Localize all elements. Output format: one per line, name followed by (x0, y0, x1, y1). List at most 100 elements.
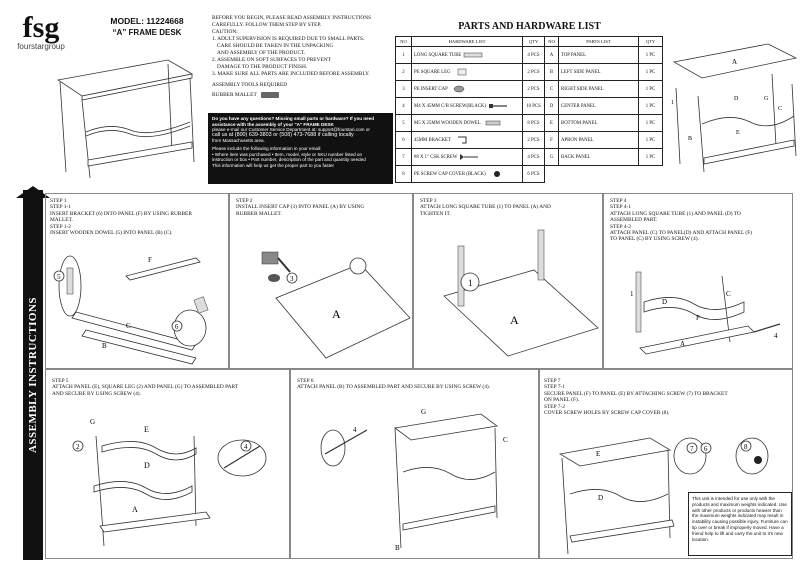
bracket-icon (458, 136, 467, 144)
callout-4: 4 (244, 443, 248, 451)
hw-qty: 4 PCS (522, 46, 545, 64)
contact-line: please e-mail our Customer Service Depar… (212, 127, 370, 133)
callout-1: 1 (630, 290, 634, 298)
table-row: 2 PE SQUARE LEG 2 PCS B LEFT SIDE PANEL … (395, 63, 663, 81)
step-line: STEP 3 (420, 198, 437, 204)
hw-name: 45MM BRACKET (414, 138, 451, 144)
step-line: STEP 1 (50, 198, 67, 204)
hw-no: 5 (395, 114, 412, 132)
hw-qty: 2 PCS (522, 131, 545, 149)
col-qty: QTY (522, 36, 545, 47)
tools-required: ASSEMBLY TOOLS REQUIRED RUBBER MALLET (212, 82, 287, 99)
insert-cap-icon (453, 85, 465, 93)
contact-line: Do you have any questions? Missing small… (212, 116, 375, 121)
hw-name: M5 x 25MM WOODEN DOWEL (414, 121, 481, 127)
panel-no: F (544, 131, 559, 149)
step-line: SECURE PANEL (F) TO PANEL (E) BY ATTACHI… (544, 390, 728, 397)
callout-G: G (421, 408, 426, 416)
hw-name-cell: PE SCREW CAP COVER (BLACK) (411, 165, 523, 183)
col-no2: NO (544, 36, 559, 47)
step-line: STEP 7-2 (544, 403, 565, 410)
instr-line: 2. ASSEMBLE ON SOFT SURFACES TO PREVENT (212, 57, 331, 63)
hw-name: PE SQUARE LEG (414, 70, 451, 76)
panel-qty: 1 PC (638, 131, 663, 149)
hw-qty: 4 PCS (522, 148, 545, 166)
hw-name: M4 x 45MM C/B SCREW(BLACK) (414, 104, 486, 110)
col-no: NO (395, 36, 412, 47)
hw-name-cell: #8 x 1" CSK SCREW (411, 148, 523, 166)
panel-qty: 1 PC (638, 63, 663, 81)
callout-2: 2 (76, 443, 80, 451)
panel-no: D (544, 97, 559, 115)
panel-name: CENTER PANEL (558, 97, 639, 115)
step-4-diagram: 1 D C F A 4 (630, 271, 781, 355)
step-line: STEP 4-2 (610, 223, 631, 230)
step-line: STEP 1-2 (50, 223, 71, 230)
callout-A: A (680, 340, 685, 348)
table-row: 4 M4 x 45MM C/B SCREW(BLACK) 10 PCS D CE… (395, 97, 663, 115)
step-line: ATTACH PANEL (C) TO PANEL(D) AND ATTACH … (610, 230, 752, 237)
table-row: 6 45MM BRACKET 2 PCS F APRON PANEL 1 PC (395, 131, 663, 149)
hw-qty: 6 PCS (522, 165, 545, 183)
callout-B: B (688, 136, 692, 142)
hw-name-cell: M5 x 25MM WOODEN DOWEL (411, 114, 523, 132)
callout-4: 4 (353, 426, 357, 434)
step-6-text: STEP 6 ATTACH PANEL (B) TO ASSEMBLED PAR… (291, 370, 538, 399)
panel-name: BOTTOM PANEL (558, 114, 639, 132)
callout-A: A (510, 313, 519, 327)
panel-qty: 1 PC (638, 148, 663, 166)
contact-line: assistance with the assembly of your "A"… (212, 121, 334, 127)
callout-1: 1 (468, 278, 473, 288)
step-line: RUBBER MALLET. (236, 210, 282, 217)
step-1-text: STEP 1 STEP 1-1 INSERT BRACKET (6) INTO … (46, 194, 228, 240)
step-line: STEP 7-1 (544, 384, 565, 391)
assembly-instructions-label: ASSEMBLY INSTRUCTIONS (23, 190, 43, 560)
hw-name: LONG SQUARE TUBE (414, 53, 462, 59)
callout-6: 6 (175, 323, 179, 331)
callout-E: E (736, 130, 740, 136)
step-line: ATTACH PANEL (E), SQUARE LEG (2) AND PAN… (52, 384, 239, 391)
panel-no: C (544, 80, 559, 98)
instr-line: AND ASSEMBLY OF THE PRODUCT. (217, 50, 306, 56)
hw-name: #8 x 1" CSK SCREW (414, 155, 458, 161)
step-7-text: STEP 7 STEP 7-1 SECURE PANEL (F) TO PANE… (540, 370, 792, 424)
caution-instructions: BEFORE YOU BEGIN, PLEASE READ ASSEMBLY I… (212, 15, 392, 78)
instr-line: CARE SHOULD BE TAKEN IN THE UNPACKING (217, 43, 334, 49)
step-line: ATTACH PANEL (B) TO ASSEMBLED PART AND S… (297, 384, 491, 391)
table-row: 1 LONG SQUARE TUBE 4 PCS A TOP PANEL 1 P… (395, 46, 663, 64)
panel-qty: 1 PC (638, 46, 663, 64)
panel-name: BACK PANEL (558, 148, 639, 166)
hw-qty: 10 PCS (522, 97, 545, 115)
hw-no: 2 (395, 63, 412, 81)
csk-screw-icon (460, 154, 479, 160)
side-label-text: ASSEMBLY INSTRUCTIONS (27, 296, 40, 454)
hw-name-cell: LONG SQUARE TUBE (411, 46, 523, 64)
step-3-text: STEP 3 ATTACH LONG SQUARE TUBE (1) TO PA… (414, 194, 602, 221)
customer-service-box: Do you have any questions? Missing small… (208, 113, 393, 184)
hw-name-cell: 45MM BRACKET (411, 131, 523, 149)
product-name: “A” FRAME DESK (112, 28, 182, 37)
hw-qty: 8 PCS (522, 114, 545, 132)
step-line: STEP 6 (297, 378, 314, 384)
step-4-panel: STEP 4 STEP 4-1 ATTACH LONG SQUARE TUBE … (603, 193, 793, 369)
callout-4: 4 (774, 332, 778, 340)
step-line: TIGHTEN IT. (420, 210, 451, 217)
callout-C: C (503, 436, 508, 444)
hw-name-cell: M4 x 45MM C/B SCREW(BLACK) (411, 97, 523, 115)
callout-F: F (696, 314, 700, 322)
col-hardware: HARDWARE LIST (411, 36, 523, 47)
step-1-diagram: 5 F C B 6 (53, 255, 209, 365)
desk-illustration-left (56, 59, 195, 179)
contact-phone: call us at (800) 639-3803 or (508) 473-7… (212, 131, 354, 138)
callout-8: 8 (744, 443, 748, 451)
desk-illustration-right: A 1 B D C E G (671, 43, 798, 173)
contact-line: instruction or box • Part number, descri… (212, 157, 366, 163)
step-line: MALLET. (50, 217, 73, 224)
step-2-text: STEP 2 INSTALL INSERT CAP (3) INTO PANEL… (230, 194, 412, 221)
panel-no: B (544, 63, 559, 81)
step-line: ASSEMBLED PART. (610, 217, 658, 224)
safety-warning: This unit is intended for use only with … (688, 492, 792, 556)
side-band (23, 190, 43, 560)
step-2-panel: STEP 2 INSTALL INSERT CAP (3) INTO PANEL… (229, 193, 413, 369)
step-1-panel: STEP 1 STEP 1-1 INSERT BRACKET (6) INTO … (45, 193, 229, 369)
